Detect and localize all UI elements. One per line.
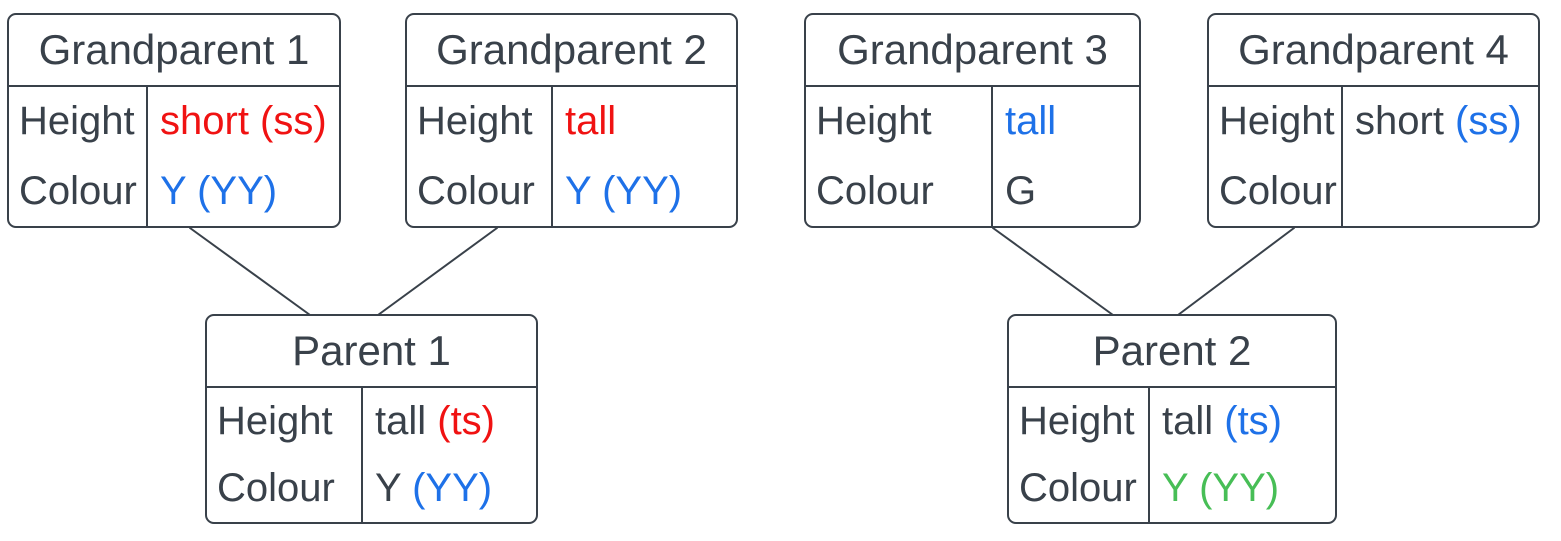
trait-label-colour: Colour <box>816 168 934 213</box>
trait-value-colour <box>1343 157 1538 227</box>
value-segment: (ts) <box>437 399 496 443</box>
trait-value-colour: G <box>993 157 1139 227</box>
node-parent-2: Parent 2 Height Colour tall (ts) Y (YY) <box>1007 314 1337 524</box>
trait-label-colour: Colour <box>217 466 335 510</box>
trait-label-colour: Colour <box>1019 466 1137 510</box>
trait-label-column: Height Colour <box>1209 87 1343 226</box>
node-title: Grandparent 3 <box>806 15 1139 87</box>
trait-label-height: Height <box>417 99 533 144</box>
value-segment: tall <box>1162 399 1225 443</box>
trait-value-colour: Y (YY) <box>1150 455 1335 522</box>
trait-label-column: Height Colour <box>1009 388 1150 522</box>
value-segment: (ss) <box>1455 99 1522 144</box>
trait-label-colour: Colour <box>417 168 535 213</box>
trait-value-height: tall (ts) <box>1150 388 1335 455</box>
trait-label-column: Height Colour <box>207 388 363 522</box>
value-segment: tall <box>375 399 438 443</box>
trait-label-column: Height Colour <box>806 87 993 226</box>
trait-value-height: short (ss) <box>1343 87 1538 157</box>
trait-label-column: Height Colour <box>9 87 148 226</box>
value-segment: tall <box>565 99 617 144</box>
node-grandparent-1: Grandparent 1 Height Colour short (ss) Y… <box>7 13 341 228</box>
trait-value-colour: Y (YY) <box>363 455 536 522</box>
node-title: Parent 2 <box>1009 316 1335 388</box>
value-segment: short (ss) <box>160 99 327 144</box>
trait-table: Height Colour tall (ts) Y (YY) <box>1009 388 1335 522</box>
trait-table: Height Colour tall Y (YY) <box>407 87 736 226</box>
value-segment: Y (YY) <box>1162 466 1280 510</box>
trait-table: Height Colour short (ss) <box>1209 87 1538 226</box>
value-segment: tall <box>1005 99 1057 144</box>
trait-label-colour: Colour <box>19 168 137 213</box>
trait-value-height: tall (ts) <box>363 388 536 455</box>
trait-label-height: Height <box>217 399 333 443</box>
edge-grandparent3-parent2 <box>992 227 1114 316</box>
node-title: Parent 1 <box>207 316 536 388</box>
trait-value-colour: Y (YY) <box>148 157 339 227</box>
trait-label-colour: Colour <box>1219 168 1337 213</box>
value-segment: short <box>1355 99 1456 144</box>
trait-value-column: tall Y (YY) <box>553 87 736 226</box>
trait-table: Height Colour tall (ts) Y (YY) <box>207 388 536 522</box>
trait-table: Height Colour short (ss) Y (YY) <box>9 87 339 226</box>
trait-value-colour: Y (YY) <box>553 157 736 227</box>
trait-value-height: tall <box>993 87 1139 157</box>
node-parent-1: Parent 1 Height Colour tall (ts) Y (YY) <box>205 314 538 524</box>
trait-table: Height Colour tall G <box>806 87 1139 226</box>
trait-value-column: tall (ts) Y (YY) <box>363 388 536 522</box>
trait-value-height: short (ss) <box>148 87 339 157</box>
trait-label-height: Height <box>1019 399 1135 443</box>
edge-grandparent4-parent2 <box>1177 227 1295 316</box>
trait-value-column: tall G <box>993 87 1139 226</box>
node-title: Grandparent 2 <box>407 15 736 87</box>
trait-label-height: Height <box>1219 99 1335 144</box>
node-grandparent-3: Grandparent 3 Height Colour tall G <box>804 13 1141 228</box>
node-grandparent-4: Grandparent 4 Height Colour short (ss) <box>1207 13 1540 228</box>
trait-value-column: tall (ts) Y (YY) <box>1150 388 1335 522</box>
value-segment: Y <box>375 466 413 510</box>
trait-label-height: Height <box>19 99 135 144</box>
node-title: Grandparent 1 <box>9 15 339 87</box>
value-segment: Y (YY) <box>160 168 278 213</box>
trait-value-height: tall <box>553 87 736 157</box>
trait-label-column: Height Colour <box>407 87 553 226</box>
trait-label-height: Height <box>816 99 932 144</box>
trait-value-column: short (ss) <box>1343 87 1538 226</box>
edge-grandparent1-parent1 <box>189 227 311 316</box>
value-segment: (YY) <box>412 466 493 510</box>
node-title: Grandparent 4 <box>1209 15 1538 87</box>
node-grandparent-2: Grandparent 2 Height Colour tall Y (YY) <box>405 13 738 228</box>
value-segment: Y (YY) <box>565 168 683 213</box>
edge-grandparent2-parent1 <box>377 227 498 316</box>
value-segment: G <box>1005 168 1037 213</box>
value-segment: (ts) <box>1224 399 1283 443</box>
trait-value-column: short (ss) Y (YY) <box>148 87 339 226</box>
